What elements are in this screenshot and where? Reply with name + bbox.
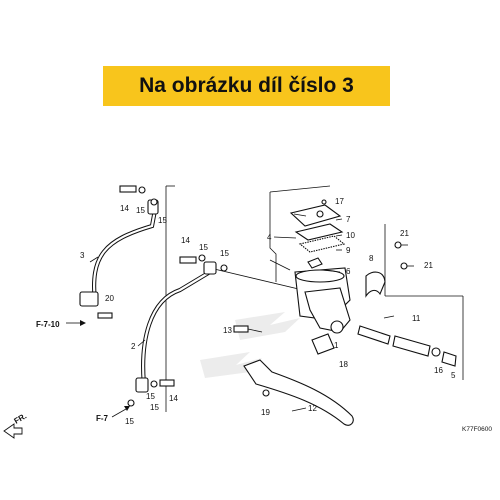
front-direction-arrow: FR. (3, 411, 29, 439)
frame-lines (165, 185, 464, 412)
diagram-code: K77F0600 (462, 426, 492, 433)
pivot-hardware (233, 325, 335, 397)
callout-18: 18 (339, 360, 348, 369)
callout-16: 16 (434, 366, 443, 375)
callout-11: 11 (412, 314, 421, 323)
callout-2: 2 (131, 342, 136, 351)
callout-19: 19 (261, 408, 270, 417)
hose-part-2 (135, 261, 217, 393)
highlight-banner: Na obrázku díl číslo 3 (103, 66, 390, 106)
callout-21: 21 (424, 261, 433, 270)
reference-f7-10: F-7-10 (36, 320, 60, 329)
banner-text: Na obrázku díl číslo 3 (139, 74, 354, 97)
callout-15: 15 (199, 243, 208, 252)
piston-set-part-11 (357, 325, 457, 367)
reference-f7: F-7 (96, 414, 109, 423)
callout-15: 15 (136, 206, 145, 215)
callout-17: 17 (335, 197, 344, 206)
callout-21: 21 (400, 229, 409, 238)
bolts-and-washers (97, 185, 228, 407)
holder-part-8 (365, 241, 414, 298)
leader-lines (89, 213, 395, 412)
callout-12: 12 (308, 404, 317, 413)
callout-3: 3 (80, 251, 85, 260)
callout-20: 20 (105, 294, 114, 303)
reference-arrows (66, 320, 130, 418)
callout-9: 9 (346, 246, 351, 255)
callout-15: 15 (158, 216, 167, 225)
callout-15: 15 (125, 417, 134, 426)
watermark-logo (200, 312, 300, 378)
callout-15: 15 (146, 392, 155, 401)
callout-14: 14 (120, 204, 129, 213)
hose-part-3 (79, 199, 159, 307)
callout-8: 8 (369, 254, 374, 263)
part-callouts: 14 15 15 3 20 F-7-10 14 15 15 2 15 15 14… (36, 197, 492, 433)
callout-7: 7 (346, 215, 351, 224)
callout-4: 4 (267, 233, 272, 242)
callout-15: 15 (220, 249, 229, 258)
callout-5: 5 (451, 371, 456, 380)
master-cylinder (289, 199, 351, 334)
callout-14: 14 (181, 236, 190, 245)
callout-10: 10 (346, 231, 355, 240)
direction-label: FR. (13, 411, 29, 425)
brake-lever-part-12 (243, 359, 354, 426)
callout-15: 15 (150, 403, 159, 412)
callout-1: 1 (334, 341, 339, 350)
callout-14: 14 (169, 394, 178, 403)
callout-6: 6 (346, 267, 351, 276)
callout-13: 13 (223, 326, 232, 335)
